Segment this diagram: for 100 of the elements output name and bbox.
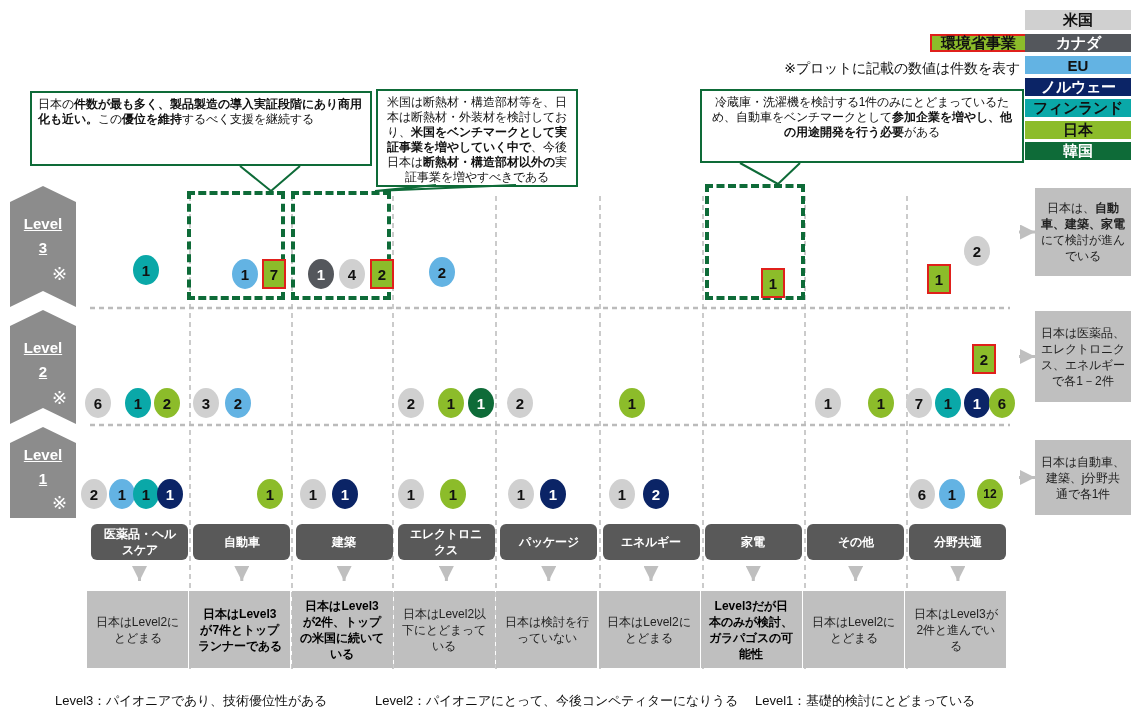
highlight-frame (291, 191, 391, 300)
arrow (745, 566, 761, 581)
count-marker: 1 (308, 259, 334, 289)
arrow (1019, 349, 1035, 364)
level-band (10, 186, 76, 307)
summary-box: Level3だが日本のみが検討、ガラパゴスの可能性 (700, 591, 802, 668)
count-marker: 1 (939, 479, 965, 509)
count-marker: 1 (157, 479, 183, 509)
callout-box: 冷蔵庫・洗濯機を検討する1件のみにとどまっているため、自動車をベンチマークとして参加企業を増やし、他の用途開発を行う必要がある (700, 89, 1024, 163)
count-marker: 1 (125, 388, 151, 418)
count-marker: 1 (868, 388, 894, 418)
category-header: エネルギー (602, 524, 700, 560)
level-band (10, 427, 76, 518)
count-marker: 3 (193, 388, 219, 418)
callout-box: 米国は断熱材・構造部材等を、日本は断熱材・外装材を検討しており、米国をベンチマークとして実証事業を増やしていく中で、今後日本は断熱材・構造部材以外の実証事業を増やすべきである (376, 89, 578, 187)
arrow (234, 566, 250, 581)
summary-box: 日本はLevel2にとどまる (803, 591, 905, 668)
count-marker: 1 (332, 479, 358, 509)
count-marker: 2 (429, 257, 455, 287)
count-marker: 1 (468, 388, 494, 418)
count-marker: 2 (154, 388, 180, 418)
summary-box: 日本はLevel2にとどまる (87, 591, 188, 668)
count-marker: 6 (85, 388, 111, 418)
count-marker: 1 (438, 388, 464, 418)
note-mark: ※ (52, 388, 68, 408)
count-marker: 1 (440, 479, 466, 509)
level-band (10, 310, 76, 424)
legend-swatch: 韓国 (1025, 142, 1131, 160)
count-marker: 7 (906, 388, 932, 418)
count-marker: 2 (370, 259, 394, 289)
legend-swatch: 環境省事業 (930, 34, 1027, 52)
count-marker: 4 (339, 259, 365, 289)
count-marker: 1 (133, 255, 159, 285)
count-marker: 7 (262, 259, 286, 289)
arrow (1019, 224, 1035, 240)
legend-swatch: ノルウェー (1025, 78, 1131, 96)
legend-swatch: 日本 (1025, 121, 1131, 139)
count-marker: 2 (964, 236, 990, 266)
level-label: Level 3 (22, 214, 64, 258)
arrow (541, 566, 557, 581)
arrow (1019, 470, 1035, 485)
arrow (643, 566, 659, 581)
category-header: 医薬品・ヘルスケア (91, 524, 188, 560)
category-header: 自動車 (193, 524, 291, 560)
highlight-frame (705, 184, 805, 300)
callout-box: 日本の件数が最も多く、製品製造の導入実証段階にあり商用化も近い。この優位を維持するべく支援を継続する (30, 91, 372, 166)
count-marker: 6 (909, 479, 935, 509)
count-marker: 6 (989, 388, 1015, 418)
arrow (950, 566, 966, 581)
summary-box: 日本はLevel3が7件とトップランナーである (189, 591, 291, 668)
legend-swatch: フィンランド (1025, 99, 1131, 117)
count-marker: 1 (508, 479, 534, 509)
callout-pointer (739, 162, 801, 185)
count-marker: 2 (507, 388, 533, 418)
category-header: エレクトロニクス (397, 524, 495, 560)
highlight-frame (187, 191, 285, 300)
note-mark: ※ (52, 264, 68, 284)
summary-box: 日本はLevel3が2件と進んでいる (905, 591, 1007, 668)
callout-pointer (374, 184, 517, 192)
category-header: パッケージ (500, 524, 598, 560)
count-marker: 1 (815, 388, 841, 418)
level-label: Level 1 (22, 445, 64, 489)
arrow (438, 566, 454, 581)
summary-box: 日本は検討を行っていない (496, 591, 598, 668)
count-marker: 12 (977, 479, 1003, 509)
arrow (132, 566, 147, 581)
count-marker: 2 (398, 388, 424, 418)
legend-swatch: カナダ (1025, 34, 1131, 52)
summary-box: 日本はLevel3が2件、トップの米国に続いている (291, 591, 393, 668)
count-marker: 1 (300, 479, 326, 509)
count-marker: 1 (619, 388, 645, 418)
count-marker: 1 (609, 479, 635, 509)
count-marker: 1 (935, 388, 961, 418)
category-header: 家電 (704, 524, 802, 560)
callout-pointer (239, 165, 301, 192)
arrow (848, 566, 864, 581)
summary-box: 日本はLevel2以下にとどまっている (393, 591, 495, 668)
category-header: 建築 (295, 524, 393, 560)
legend-swatch: EU (1025, 56, 1131, 74)
count-marker: 1 (540, 479, 566, 509)
summary-box: 日本は、自動車、建築、家電にて検討が進んでいる (1035, 188, 1131, 276)
footnote-text: Level2：パイオニアにとって、今後コンペティターになりうる (375, 692, 740, 707)
note-text: ※プロットに記載の数値は件数を表す (783, 60, 1020, 78)
arrow (336, 566, 352, 581)
count-marker: 2 (972, 344, 996, 374)
count-marker: 1 (927, 264, 951, 294)
category-header: その他 (807, 524, 905, 560)
count-marker: 2 (81, 479, 107, 509)
count-marker: 1 (133, 479, 159, 509)
legend-swatch: 米国 (1025, 10, 1131, 30)
summary-box: 日本は医薬品、エレクトロニクス、エネルギーで各1－2件 (1035, 311, 1131, 402)
count-marker: 1 (109, 479, 135, 509)
count-marker: 1 (257, 479, 283, 509)
summary-box: 日本は自動車、建築、j分野共通で各1件 (1035, 440, 1131, 515)
count-marker: 1 (232, 259, 258, 289)
category-header: 分野共通 (909, 524, 1007, 560)
footnote-text: Level1：基礎的検討にとどまっている (755, 692, 977, 707)
summary-box: 日本はLevel2にとどまる (598, 591, 700, 668)
count-marker: 1 (398, 479, 424, 509)
level-label: Level 2 (22, 338, 64, 382)
